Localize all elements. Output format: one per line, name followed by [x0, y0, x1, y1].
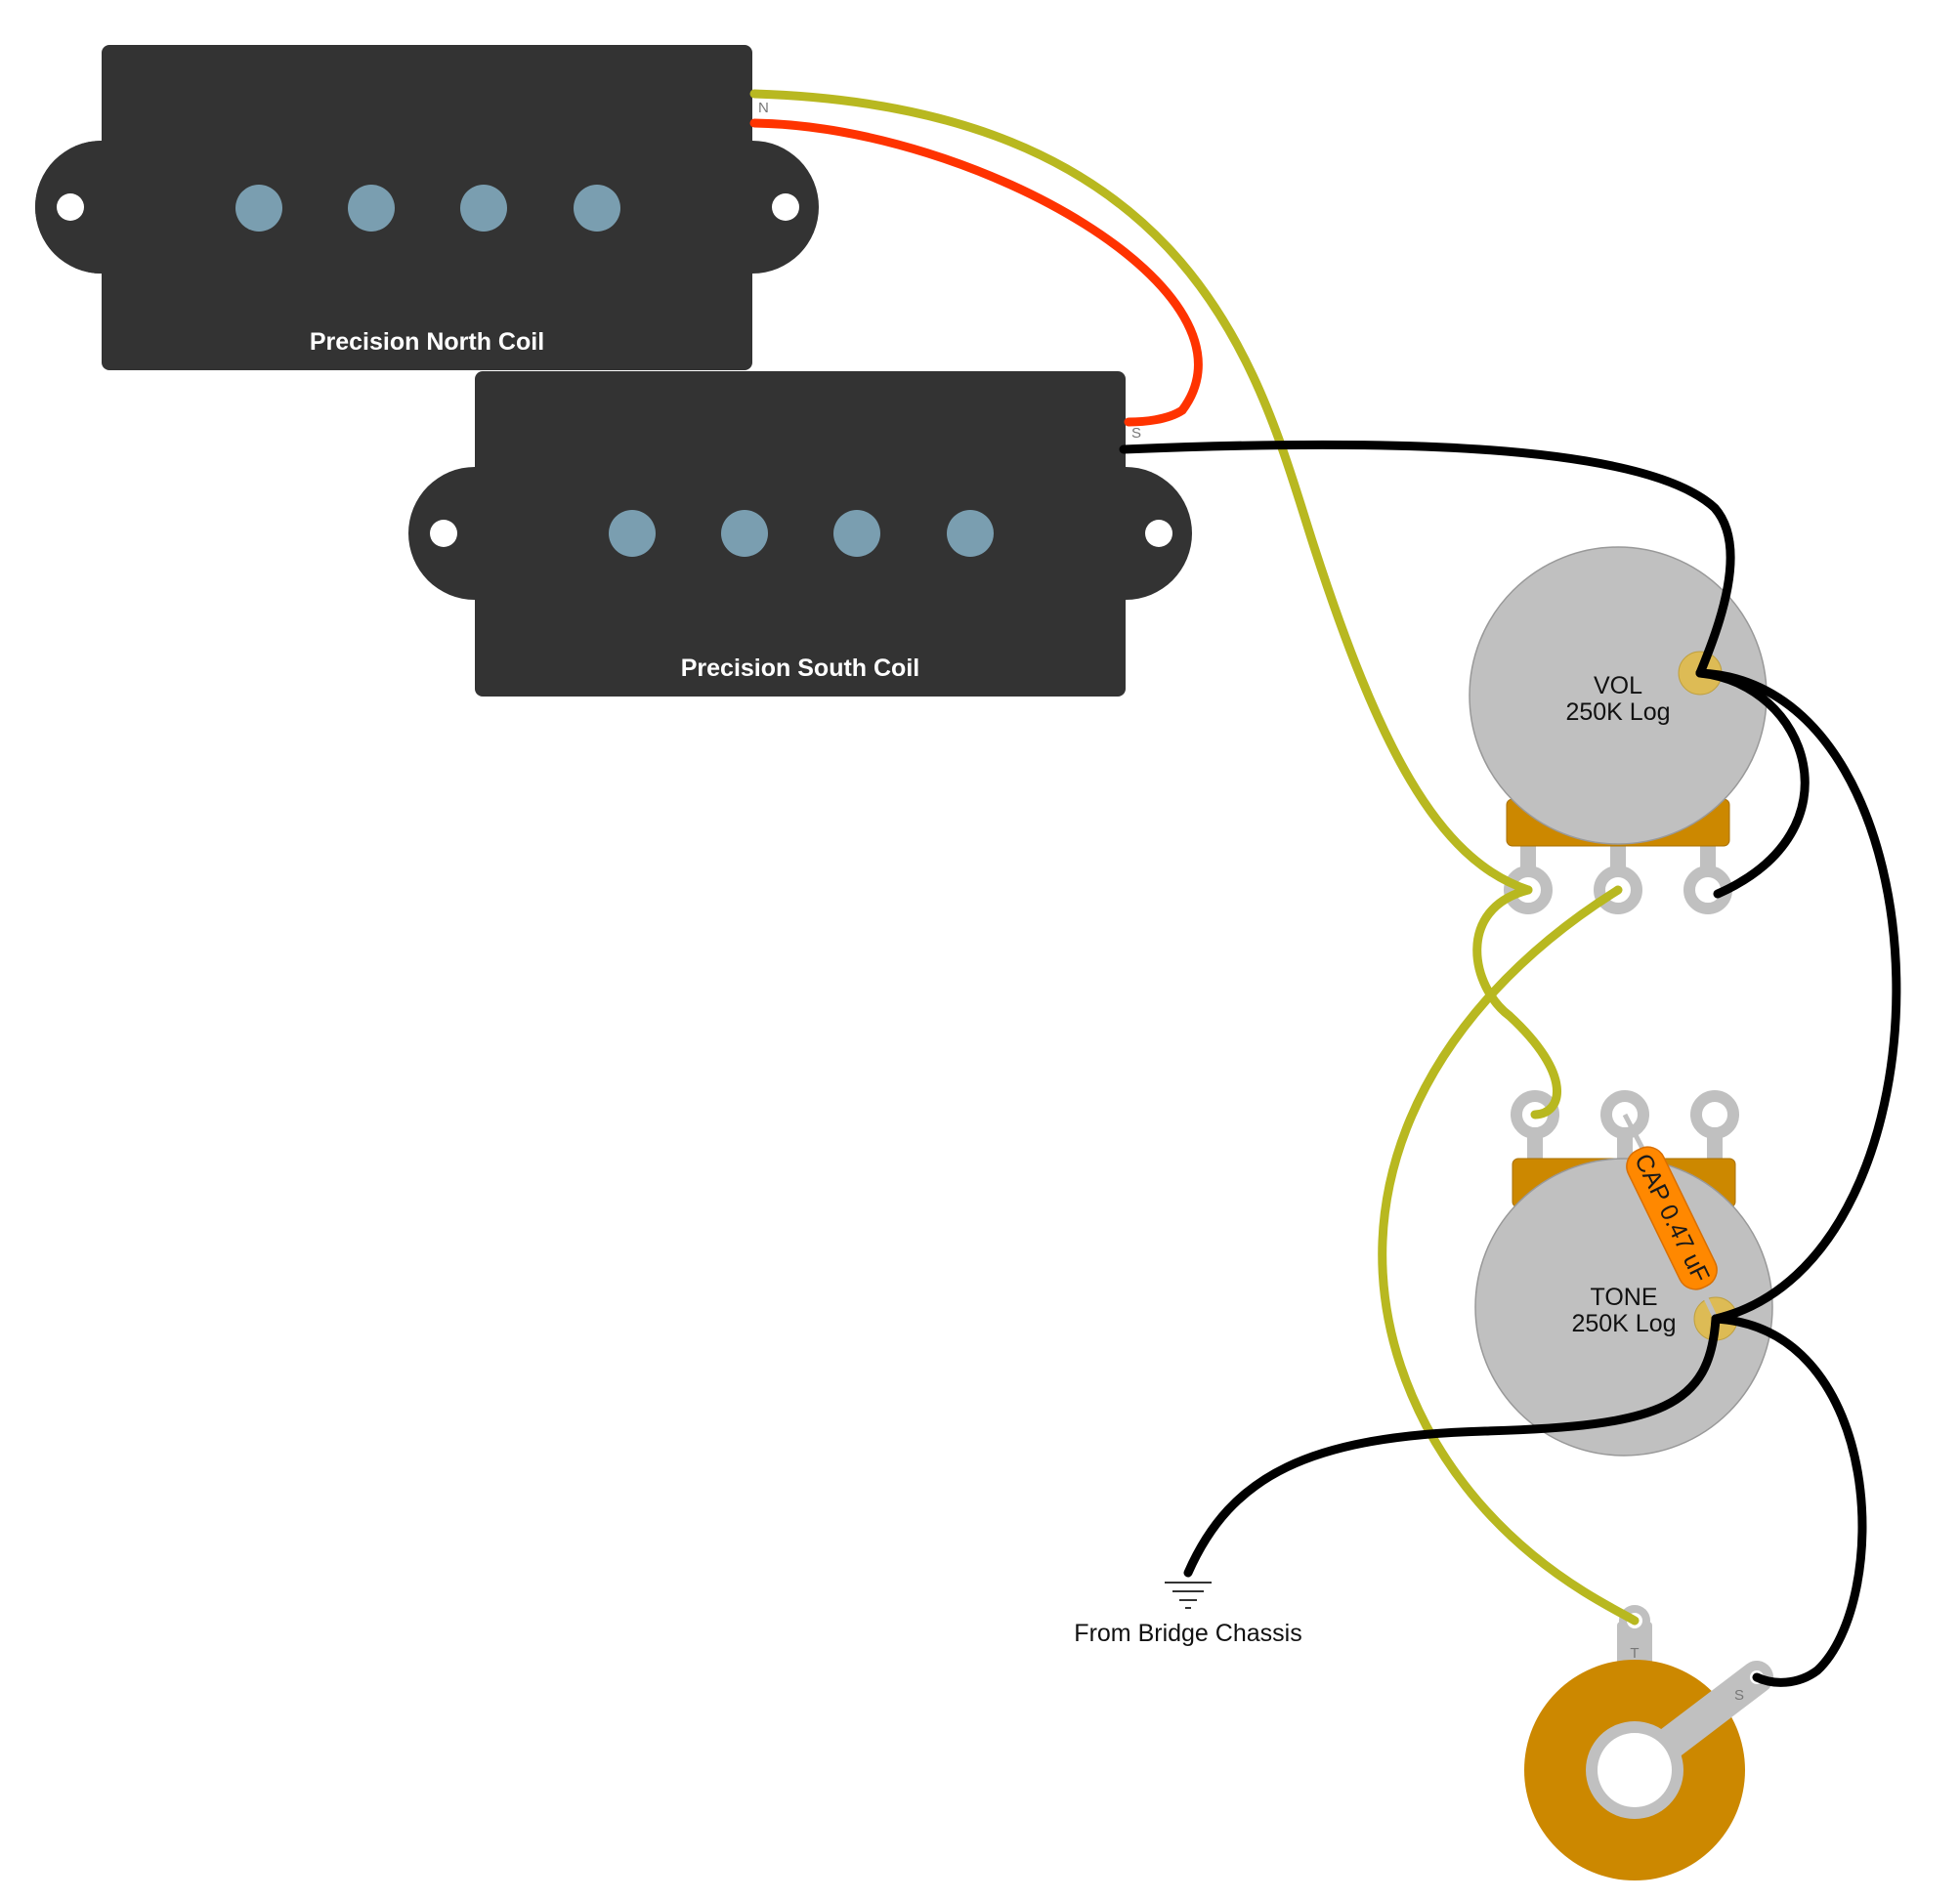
wire-yellow	[1378, 885, 1640, 1626]
pole-piece	[609, 510, 656, 557]
wires	[749, 89, 1901, 1687]
pole-piece	[235, 185, 282, 232]
pickup-north-right-screw-hole	[772, 193, 799, 221]
pole-piece	[460, 185, 507, 232]
pole-piece	[721, 510, 768, 557]
wire-black	[1695, 668, 1901, 1324]
volume-pot-value: 250K Log	[1565, 698, 1670, 726]
pickup-north-coil: Precision North Coil N	[35, 45, 819, 370]
pickup-south-label: Precision South Coil	[681, 655, 919, 682]
wire-yellow	[1472, 885, 1561, 1119]
capacitor-body	[1626, 1146, 1718, 1290]
wire-red	[749, 118, 1203, 427]
pole-piece	[574, 185, 620, 232]
volume-pot-name: VOL	[1594, 672, 1642, 699]
pickup-south-right-screw-hole	[1145, 520, 1172, 547]
pickup-north-terminal-label: N	[758, 100, 769, 116]
pole-piece	[947, 510, 994, 557]
pickup-north-label: Precision North Coil	[310, 328, 544, 356]
pickup-north-left-screw-hole	[57, 193, 84, 221]
wire-yellow	[749, 89, 1533, 895]
output-jack: T S	[1524, 1605, 1773, 1880]
tone-pot-lug-3	[1690, 1090, 1739, 1139]
tone-pot-value: 250K Log	[1571, 1310, 1676, 1337]
jack-tip-label: T	[1630, 1645, 1639, 1662]
ground-label: From Bridge Chassis	[1074, 1620, 1301, 1647]
pickup-north-body	[102, 45, 752, 370]
jack-center-hole	[1598, 1733, 1672, 1807]
wire-black	[1711, 1314, 1867, 1687]
pole-piece	[833, 510, 880, 557]
jack-sleeve-label: S	[1734, 1687, 1744, 1704]
pickup-south-coil: Precision South Coil S	[408, 371, 1192, 697]
volume-pot: VOL 250K Log	[1469, 546, 1768, 914]
tone-pot: TONE 250K Log	[1474, 1090, 1773, 1457]
tone-pot-name: TONE	[1591, 1284, 1658, 1311]
pickup-south-terminal-label: S	[1131, 425, 1141, 442]
pickup-south-left-screw-hole	[430, 520, 457, 547]
ground-symbol: From Bridge Chassis	[1074, 1582, 1302, 1647]
wire-black	[1119, 440, 1735, 678]
pickup-south-body	[475, 371, 1126, 697]
pole-piece	[348, 185, 395, 232]
wire-black	[1183, 1314, 1721, 1578]
